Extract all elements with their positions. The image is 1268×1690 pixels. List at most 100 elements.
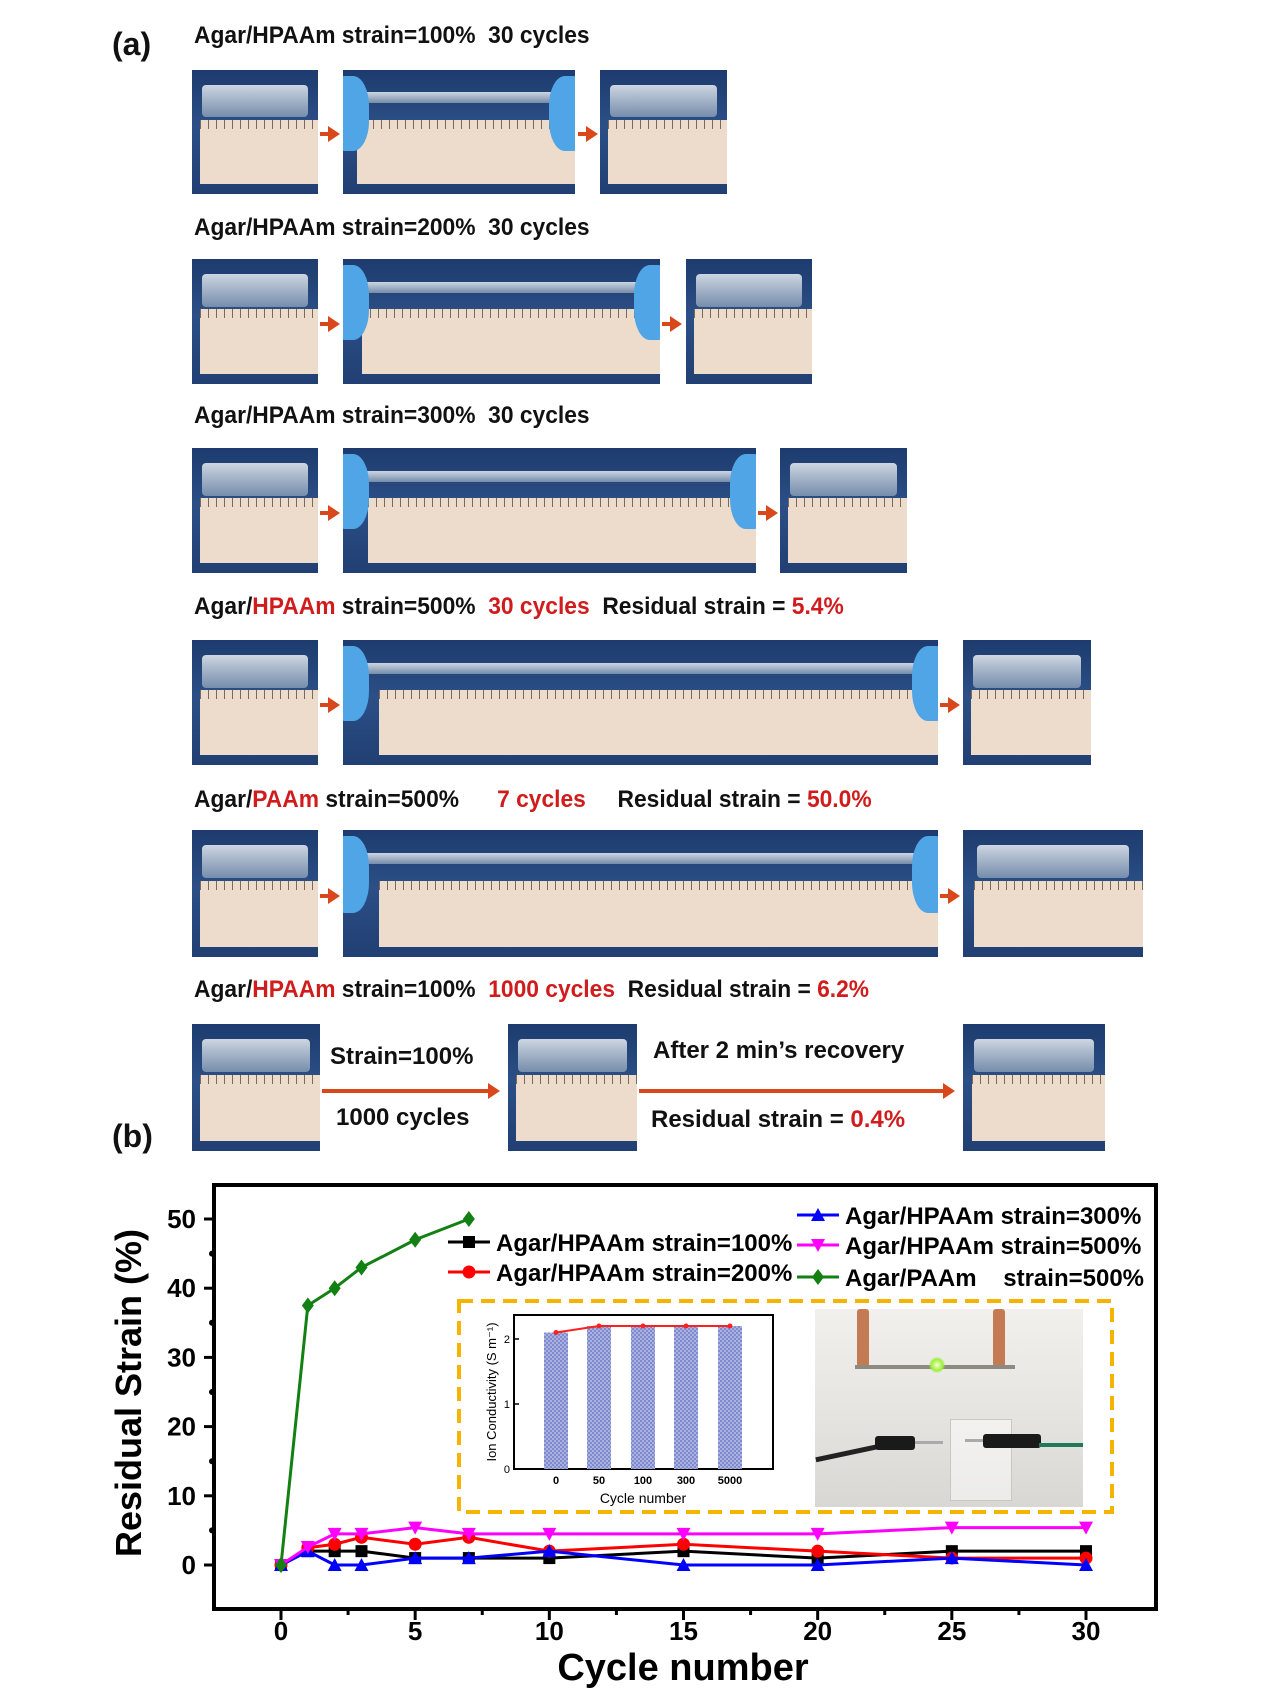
- data-point-paam: [355, 1259, 368, 1276]
- legend-label: Agar/HPAAm strain=500%: [845, 1233, 1141, 1260]
- y-tick-label: 0: [182, 1550, 196, 1580]
- title-segment: 7 cycles: [497, 786, 586, 813]
- stretched-photo: [343, 448, 756, 573]
- black-connector: [875, 1436, 915, 1450]
- data-point-s200: [274, 1558, 288, 1572]
- y-tick-label: 20: [167, 1412, 196, 1442]
- before-photo: [192, 830, 318, 957]
- data-point-s500: [274, 1559, 288, 1572]
- series-line-s300: [280, 1549, 1087, 1567]
- hydrogel: [518, 1039, 627, 1073]
- legend-marker: [811, 1208, 825, 1221]
- data-point-s500: [944, 1521, 959, 1535]
- legend-marker: [812, 1269, 824, 1285]
- ruler: [971, 1074, 1105, 1141]
- arrow-icon: [320, 126, 340, 142]
- recovery-strain-label: Strain=100%: [330, 1043, 474, 1070]
- data-point-paam: [328, 1280, 341, 1297]
- arrow-icon: [758, 504, 778, 521]
- stretched-photo: [343, 830, 938, 957]
- title-segment: Agar/HPAAm strain=200% 30 cycles: [194, 214, 590, 241]
- stretched-photo: [508, 1024, 637, 1151]
- hydrogel: [977, 845, 1129, 879]
- title-segment: HPAAm: [252, 976, 336, 1003]
- inset-x-tick-label: 0: [553, 1475, 559, 1487]
- glove-right: [912, 836, 938, 913]
- data-point-s300: [354, 1558, 369, 1571]
- inset-y-axis-label: Ion Conductivity (S m⁻¹): [484, 1322, 499, 1461]
- arrow-icon: [320, 315, 340, 332]
- data-point-s500: [327, 1527, 342, 1541]
- hydrogel: [202, 463, 308, 496]
- y-minor-tick: [209, 1458, 215, 1465]
- stretched-photo: [343, 70, 575, 194]
- stretched-photo: [343, 640, 938, 765]
- gel-block: [950, 1419, 1012, 1501]
- conductivity-bar: [631, 1326, 655, 1469]
- after-photo: [686, 259, 812, 384]
- data-point-s300: [408, 1551, 423, 1565]
- green-connector: [983, 1434, 1041, 1448]
- data-point-s500: [676, 1527, 691, 1541]
- hydrogel: [202, 1039, 310, 1073]
- data-point-s300: [461, 1551, 476, 1565]
- data-point-s200: [542, 1544, 556, 1558]
- hydrogel: [343, 662, 938, 674]
- before-photo: [192, 1024, 320, 1151]
- after-photo: [600, 70, 727, 194]
- title-segment: 6.2%: [817, 976, 870, 1003]
- stretched-photo: [343, 259, 660, 384]
- before-photo: [192, 640, 318, 765]
- hydrogel: [202, 84, 308, 118]
- data-point-s200: [408, 1537, 422, 1551]
- before-photo: [192, 259, 318, 384]
- conductivity-bar: [718, 1326, 742, 1469]
- data-point-s100: [1080, 1545, 1092, 1558]
- ruler: [367, 498, 756, 563]
- conductivity-bar: [544, 1332, 568, 1469]
- glove-left: [343, 76, 369, 151]
- conductivity-bar: [587, 1326, 611, 1469]
- conductivity-point: [553, 1330, 559, 1335]
- x-tick-label: 30: [1072, 1616, 1101, 1646]
- x-tick-label: 15: [669, 1616, 698, 1646]
- data-point-s200: [462, 1530, 476, 1544]
- conductivity-point: [640, 1323, 646, 1329]
- data-point-s300: [810, 1558, 825, 1571]
- arrow-icon: [639, 1082, 955, 1099]
- data-point-paam: [301, 1297, 314, 1314]
- y-axis-label: Residual Strain (%): [108, 1229, 149, 1557]
- conductivity-point: [683, 1323, 689, 1329]
- inset-x-tick-label: 5000: [718, 1475, 742, 1487]
- data-point-s300: [1079, 1558, 1093, 1571]
- x-tick-label: 0: [274, 1616, 288, 1646]
- after-photo: [963, 830, 1143, 957]
- data-point-s500: [810, 1527, 825, 1541]
- title-segment: Agar/HPAAm strain=100% 30 cycles: [194, 22, 590, 49]
- ruler: [199, 690, 318, 755]
- ruler: [378, 690, 938, 755]
- arrow-icon: [940, 887, 960, 904]
- glove-left: [343, 646, 369, 722]
- arrow-icon: [320, 696, 340, 713]
- arrow-icon: [662, 315, 682, 332]
- data-point-s200: [355, 1530, 368, 1544]
- data-point-paam: [275, 1557, 287, 1573]
- before-photo: [192, 448, 318, 573]
- x-tick-label: 10: [535, 1616, 564, 1646]
- title-segment: 1000 cycles: [488, 976, 615, 1003]
- title-segment: Agar/: [194, 593, 253, 620]
- inset-x-tick-label: 100: [634, 1475, 652, 1487]
- data-point-paam: [409, 1231, 422, 1248]
- y-tick-label: 50: [167, 1204, 196, 1234]
- data-point-s200: [301, 1541, 315, 1555]
- recovery-cycles-label: 1000 cycles: [336, 1104, 470, 1131]
- glove-left: [343, 454, 369, 530]
- data-point-s100: [543, 1552, 556, 1565]
- hydrogel: [610, 84, 717, 118]
- x-tick-label: 20: [803, 1616, 832, 1646]
- conductivity-bar: [674, 1326, 698, 1469]
- data-point-s300: [274, 1558, 288, 1571]
- ruler: [199, 1074, 320, 1141]
- arrow-icon: [578, 126, 598, 142]
